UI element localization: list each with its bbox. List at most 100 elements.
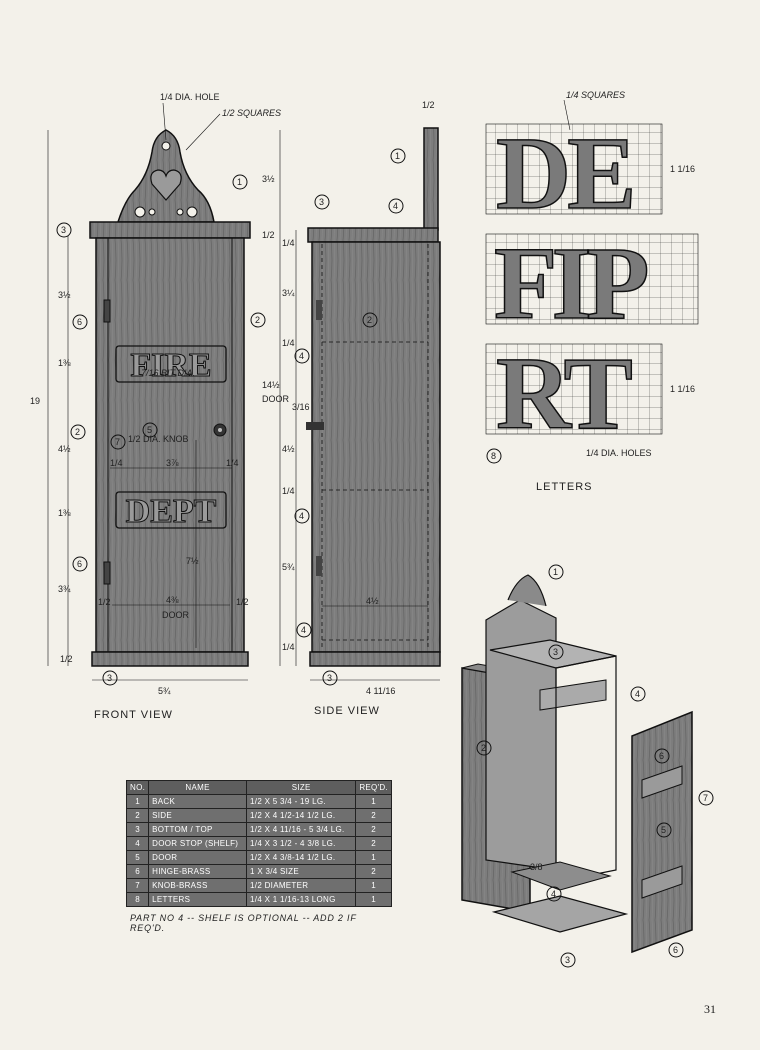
side-callouts: 1 3 4 2 4 4 4 3: [294, 148, 406, 686]
side-34-dim: 3¼: [282, 288, 295, 298]
inner-height-dim: 7½: [186, 556, 199, 566]
cell-reqd: 1: [355, 794, 392, 809]
svg-text:6: 6: [659, 751, 664, 761]
hinge-bottom: [103, 561, 111, 585]
side-quarter-4-dim: 1/4: [282, 642, 295, 652]
letters-row3: RT: [496, 336, 631, 451]
letter-h-dim: 1 1/16: [670, 164, 695, 174]
cell-size: 1/2 DIAMETER: [246, 878, 357, 893]
knob-side-r-dim: 1/4: [226, 458, 239, 468]
col-size: SIZE: [246, 780, 357, 795]
cell-reqd: 2: [355, 864, 392, 879]
side-view-caption: SIDE VIEW: [314, 705, 380, 717]
cell-no: 2: [125, 808, 150, 823]
cell-no: 7: [125, 878, 150, 893]
cell-size: 1/4 X 1 1/16-13 LONG: [246, 892, 357, 907]
front-callouts: 1 3 6 2 2 5 7 6 3: [56, 174, 266, 686]
cell-name: KNOB-BRASS: [148, 878, 248, 893]
gap-top-dim: 1/2: [262, 230, 275, 240]
cell-name: HINGE-BRASS: [148, 864, 248, 879]
side-quarter-3-dim: 1/4: [282, 486, 295, 496]
side-back-upright: [423, 127, 439, 231]
bottom-board: [91, 651, 249, 667]
hanging-hole: [161, 141, 171, 151]
svg-text:1: 1: [553, 567, 558, 577]
cell-size: 1 X 3/4 SIZE: [246, 864, 357, 879]
side-bottom-board: [309, 651, 441, 667]
svg-text:4: 4: [299, 511, 304, 521]
svg-text:3: 3: [553, 647, 558, 657]
svg-text:6: 6: [77, 559, 82, 569]
col-reqd: REQ'D.: [355, 780, 392, 795]
cell-size: 1/2 X 4 11/16 - 5 3/4 LG.: [246, 822, 357, 837]
svg-text:5: 5: [147, 425, 152, 435]
cell-no: 5: [125, 850, 150, 865]
cell-reqd: 2: [355, 836, 392, 851]
d2-dim: 1⅜: [58, 358, 71, 368]
d4-dim: 1⅜: [58, 508, 71, 518]
svg-text:2: 2: [75, 427, 80, 437]
cell-reqd: 2: [355, 822, 392, 837]
side-knob: [306, 422, 324, 430]
front-view: FIRE DEPT 7/16 BIT DIA. 1/2 DIA. KNOB 3⅞…: [30, 92, 290, 721]
cell-name: LETTERS: [148, 892, 248, 907]
side-width-dim: 4 11/16: [366, 686, 395, 696]
door-label-front: DOOR: [162, 610, 190, 620]
hinge-top: [103, 299, 111, 323]
letters-grid-row1: [485, 123, 663, 215]
exploded-base-shelf: [510, 861, 612, 891]
side-hinge-bottom: [316, 556, 322, 576]
page-number: 31: [704, 1002, 716, 1016]
letters-row2: FIP: [494, 226, 647, 341]
side-edge-l-dim: 1/2: [98, 597, 111, 607]
cell-reqd: 1: [355, 850, 392, 865]
svg-text:3: 3: [107, 673, 112, 683]
bit-dia-label: 7/16 BIT DIA.: [141, 368, 195, 378]
exploded-view: 1 3 4 2 6 5 7 6 4 3 3/8: [461, 564, 714, 968]
cell-reqd: 1: [355, 878, 392, 893]
cell-name: DOOR: [148, 850, 248, 865]
fire-sign-text: FIRE: [130, 347, 211, 384]
letter-h2-dim: 1 1/16: [670, 384, 695, 394]
svg-text:7: 7: [115, 437, 120, 447]
table-footnote: PART NO 4 -- SHELF IS OPTIONAL -- ADD 2 …: [130, 913, 357, 933]
col-no: NO.: [125, 780, 150, 795]
side-quarter-2-dim: 1/4: [282, 338, 295, 348]
door-small-dim: 3/8: [530, 862, 543, 872]
fire-sign-plate: [115, 345, 227, 383]
knob-dia-label: 1/2 DIA. KNOB: [128, 434, 189, 444]
cell-size: 1/2 X 4 1/2-14 1/2 LG.: [246, 808, 357, 823]
side-width-inner-dim: 4½: [366, 596, 379, 606]
svg-text:6: 6: [77, 317, 82, 327]
dia-hole-label: 1/4 DIA. HOLE: [160, 92, 220, 102]
cell-no: 8: [125, 892, 150, 907]
svg-text:4: 4: [299, 351, 304, 361]
cell-no: 6: [125, 864, 150, 879]
svg-text:7: 7: [703, 793, 708, 803]
bottom-dim: 1/2: [60, 654, 73, 664]
cell-name: BOTTOM / TOP: [148, 822, 248, 837]
svg-text:3: 3: [61, 225, 66, 235]
svg-text:5: 5: [661, 825, 666, 835]
squares-half-label: 1/2 SQUARES: [222, 108, 281, 118]
parts-table-header: NO. NAME SIZE REQ'D.: [125, 780, 392, 795]
inner-width-dim: 3⅞: [166, 458, 179, 468]
svg-text:2: 2: [255, 315, 260, 325]
svg-text:2: 2: [367, 315, 372, 325]
side-316-dim: 3/16: [292, 402, 310, 412]
letters-caption: LETTERS: [536, 481, 593, 493]
knob-side-l-dim: 1/4: [110, 458, 123, 468]
svg-text:3: 3: [565, 955, 570, 965]
cell-size: 1/2 X 4 3/8-14 1/2 LG.: [246, 850, 357, 865]
d1-dim: 3½: [58, 290, 71, 300]
svg-text:3: 3: [327, 673, 332, 683]
cell-size: 1/2 X 5 3/4 - 19 LG.: [246, 794, 357, 809]
